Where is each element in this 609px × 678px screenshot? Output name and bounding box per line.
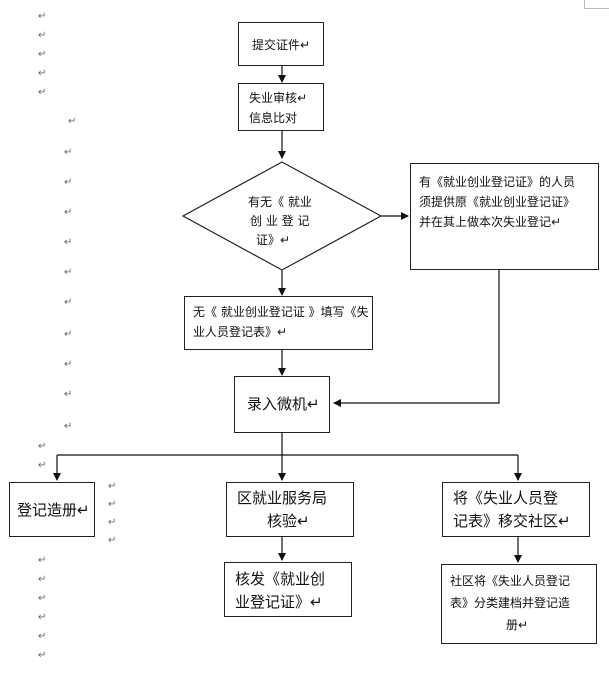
community-line2: 表》分类建档并登记造 (450, 596, 571, 610)
paragraph-mark: ↵ (64, 297, 73, 308)
no-cert-line2: 业人员登记表》↵ (193, 325, 288, 339)
paragraph-mark: ↵ (38, 30, 47, 41)
has-cert-line2: 须提供原《就业创业登记证》 (419, 195, 576, 209)
node-unemployment-review: 失业审核↵ 信息比对 (238, 83, 324, 131)
has-cert-line1: 有《就业创业登记证》的人员 (419, 175, 576, 189)
node-submit-documents: 提交证件↵ (238, 22, 324, 66)
paragraph-mark: ↵ (108, 499, 117, 510)
paragraph-mark: ↵ (64, 177, 73, 188)
community-line1: 社区将《失业人员登记 (450, 574, 571, 588)
node-district-verify: 区就业服务局 核验↵ (226, 482, 354, 537)
district-line2: 核验↵ (267, 512, 310, 530)
node-computer-entry: 录入微机↵ (234, 376, 330, 433)
page-corner-mark (584, 0, 609, 9)
paragraph-mark: ↵ (38, 612, 47, 623)
node-register-book: 登记造册↵ (9, 482, 95, 537)
node-review-line1: 失业审核↵ (249, 91, 308, 105)
node-transfer-community: 将《失业人员登 记表》移交社区↵ (442, 482, 590, 537)
paragraph-mark: ↵ (38, 441, 47, 452)
paragraph-mark: ↵ (64, 389, 73, 400)
decision-line3: 证》↵ (256, 233, 291, 247)
transfer-line1: 将《失业人员登 (453, 489, 559, 507)
paragraph-mark: ↵ (38, 574, 47, 585)
node-issue-certificate: 核发《就业创 业登记证》↵ (224, 562, 352, 617)
paragraph-mark: ↵ (64, 237, 73, 248)
paragraph-mark: ↵ (38, 460, 47, 471)
node-submit-text: 提交证件↵ (252, 38, 311, 52)
paragraph-mark: ↵ (64, 359, 73, 370)
node-community-archive: 社区将《失业人员登记 表》分类建档并登记造 册↵ (441, 564, 597, 644)
decision-line1: 有无《 就业 (248, 195, 312, 209)
has-cert-line3: 并在其上做本次失业登记↵ (419, 215, 562, 229)
decision-line2: 创 业 登 记 (250, 214, 310, 228)
node-no-certificate: 无《 就业创业登记证 》填写《失 业人员登记表》↵ (184, 296, 373, 350)
paragraph-mark: ↵ (38, 68, 47, 79)
district-line1: 区就业服务局 (237, 489, 328, 507)
community-line3: 册↵ (506, 618, 529, 632)
paragraph-mark: ↵ (64, 329, 73, 340)
paragraph-mark: ↵ (38, 11, 47, 22)
paragraph-mark: ↵ (64, 207, 73, 218)
entry-text: 录入微机↵ (247, 395, 320, 413)
transfer-line2: 记表》移交社区↵ (453, 512, 571, 530)
paragraph-mark: ↵ (108, 481, 117, 492)
no-cert-line1: 无《 就业创业登记证 》填写《失 (193, 305, 369, 319)
paragraph-mark: ↵ (108, 535, 117, 546)
register-text: 登记造册↵ (17, 501, 90, 519)
paragraph-mark: ↵ (38, 87, 47, 98)
paragraph-mark: ↵ (68, 116, 77, 127)
paragraph-mark: ↵ (38, 555, 47, 566)
paragraph-mark: ↵ (108, 517, 117, 528)
issue-line1: 核发《就业创 (235, 570, 326, 588)
node-has-certificate: 有《就业创业登记证》的人员 须提供原《就业创业登记证》 并在其上做本次失业登记↵ (410, 163, 599, 270)
paragraph-mark: ↵ (38, 631, 47, 642)
paragraph-mark: ↵ (64, 147, 73, 158)
paragraph-mark: ↵ (38, 650, 47, 661)
paragraph-mark: ↵ (64, 267, 73, 278)
issue-line2: 业登记证》↵ (235, 593, 323, 611)
decision-diamond-shape (181, 161, 383, 271)
paragraph-mark: ↵ (64, 421, 73, 432)
arrow-has-cert-to-entry (333, 270, 500, 407)
node-review-line2: 信息比对 (249, 111, 298, 125)
paragraph-mark: ↵ (38, 49, 47, 60)
paragraph-mark: ↵ (38, 593, 47, 604)
